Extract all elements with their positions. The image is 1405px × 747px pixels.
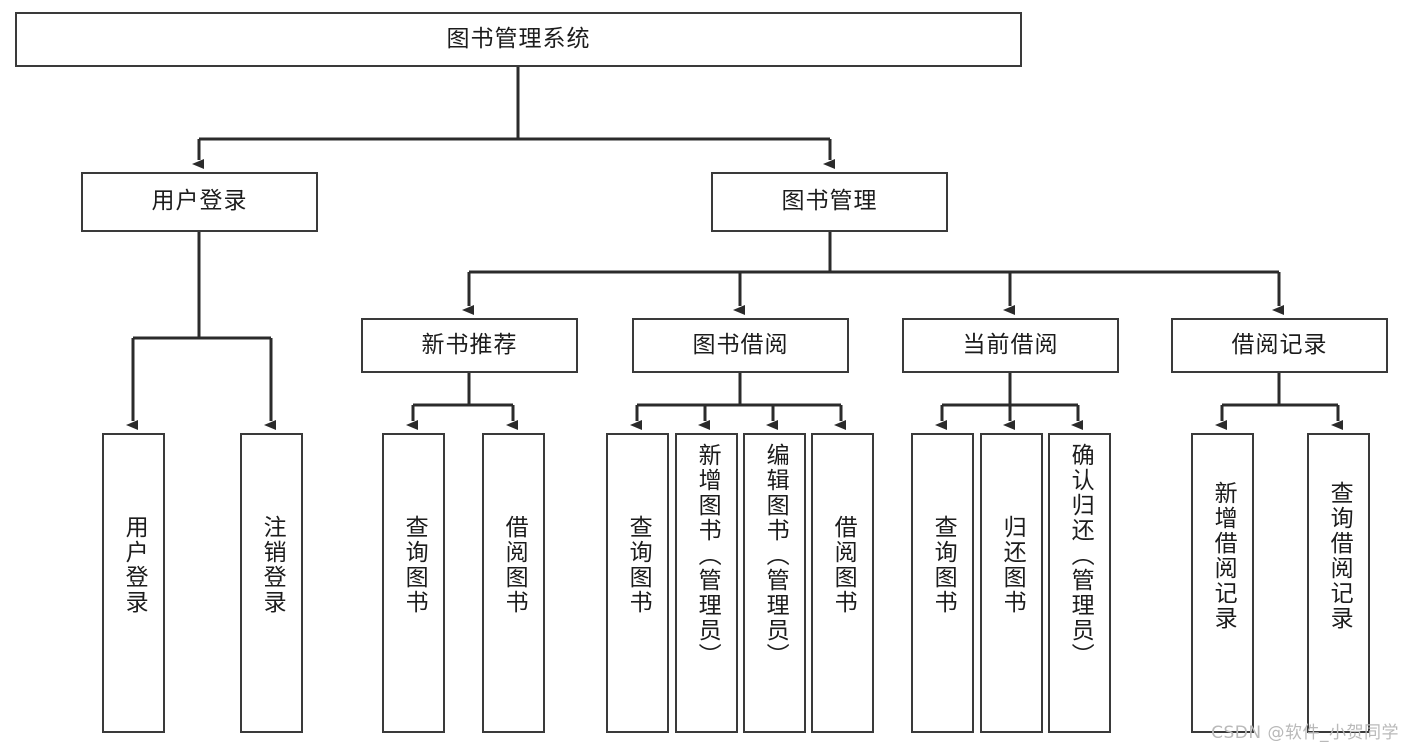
node-book-manage[interactable]: 图书管理	[711, 172, 948, 232]
leaf-add-book[interactable]: 新增图书（管理员）	[675, 433, 738, 733]
node-borrow-record[interactable]: 借阅记录	[1171, 318, 1388, 373]
leaf-confirm-return[interactable]: 确认归还（管理员）	[1048, 433, 1111, 733]
node-user-login[interactable]: 用户登录	[81, 172, 318, 232]
node-label: 当前借阅	[962, 331, 1059, 358]
leaf-edit-book[interactable]: 编辑图书（管理员）	[743, 433, 806, 733]
node-label: 图书管理	[781, 188, 878, 215]
node-label: 图书管理系统	[446, 25, 591, 52]
leaf-query-book-2[interactable]: 查询图书	[606, 433, 669, 733]
leaf-return-book[interactable]: 归还图书	[980, 433, 1043, 733]
leaf-query-book-1[interactable]: 查询图书	[382, 433, 445, 733]
leaf-label: 编辑图书（管理员）	[762, 443, 789, 668]
leaf-label: 用户登录	[121, 515, 148, 615]
leaf-query-book-3[interactable]: 查询图书	[911, 433, 974, 733]
leaf-add-record[interactable]: 新增借阅记录	[1191, 433, 1254, 733]
leaf-label: 归还图书	[999, 515, 1026, 615]
node-label: 用户登录	[151, 188, 248, 215]
node-label: 借阅记录	[1231, 331, 1328, 358]
leaf-borrow-book-2[interactable]: 借阅图书	[811, 433, 874, 733]
node-label: 图书借阅	[692, 331, 789, 358]
leaf-user-login[interactable]: 用户登录	[102, 433, 165, 733]
leaf-label: 查询图书	[401, 515, 428, 615]
leaf-label: 新增借阅记录	[1210, 481, 1237, 631]
leaf-label: 借阅图书	[501, 515, 528, 615]
leaf-label: 确认归还（管理员）	[1067, 443, 1094, 668]
watermark-text: CSDN @软件_小贺同学	[1211, 723, 1399, 743]
node-new-book-recommend[interactable]: 新书推荐	[361, 318, 578, 373]
leaf-label: 借阅图书	[830, 515, 857, 615]
node-book-borrow[interactable]: 图书借阅	[632, 318, 849, 373]
leaf-label: 注销登录	[259, 515, 286, 615]
node-root-system[interactable]: 图书管理系统	[15, 12, 1022, 67]
leaf-label: 查询图书	[930, 515, 957, 615]
leaf-borrow-book-1[interactable]: 借阅图书	[482, 433, 545, 733]
leaf-query-record[interactable]: 查询借阅记录	[1307, 433, 1370, 733]
leaf-label: 查询借阅记录	[1326, 481, 1353, 631]
node-current-borrow[interactable]: 当前借阅	[902, 318, 1119, 373]
leaf-logout[interactable]: 注销登录	[240, 433, 303, 733]
leaf-label: 新增图书（管理员）	[694, 443, 721, 668]
node-label: 新书推荐	[421, 331, 518, 358]
leaf-label: 查询图书	[625, 515, 652, 615]
